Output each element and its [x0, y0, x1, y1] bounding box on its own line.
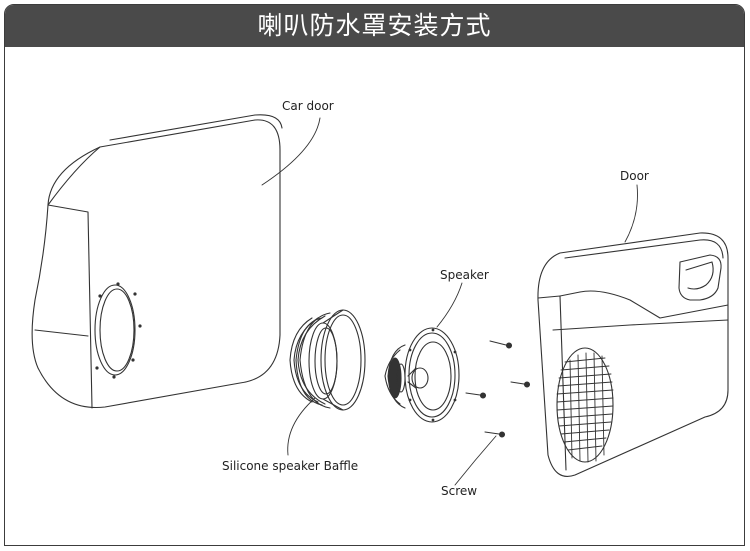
label-baffle: Silicone speaker Baffle	[222, 459, 358, 473]
page-title: 喇叭防水罩安装方式	[5, 5, 744, 47]
label-speaker: Speaker	[440, 268, 489, 282]
mounting-holes	[95, 282, 142, 379]
silicone-baffle	[289, 309, 366, 411]
diagram-frame: 喇叭防水罩安装方式	[4, 4, 745, 546]
label-door: Door	[620, 169, 649, 183]
speaker-grille	[556, 352, 614, 463]
door-panel	[537, 232, 729, 477]
speaker	[384, 327, 460, 423]
car-door-panel	[31, 114, 283, 409]
screws	[465, 340, 531, 438]
label-car-door: Car door	[282, 99, 334, 113]
label-screw: Screw	[441, 484, 477, 498]
